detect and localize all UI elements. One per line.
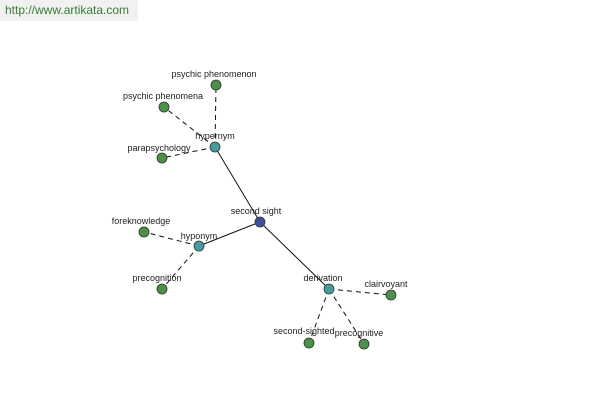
term-label-psychic-phenomenon[interactable]: psychic phenomenon <box>171 69 256 79</box>
edges-layer <box>143 84 392 345</box>
relation-node-hyponym[interactable] <box>193 240 205 252</box>
term-node-clairvoyant[interactable] <box>385 289 397 301</box>
term-label-parapsychology[interactable]: parapsychology <box>127 143 191 153</box>
center-label-second-sight[interactable]: second sight <box>231 206 282 216</box>
relation-label-hyponym[interactable]: hyponym <box>181 231 218 241</box>
relation-label-hypernym[interactable]: hypernym <box>195 131 235 141</box>
term-label-precognitive[interactable]: precognitive <box>335 328 384 338</box>
term-node-parapsychology[interactable] <box>156 152 168 164</box>
center-node-second-sight[interactable] <box>254 216 266 228</box>
term-node-precognitive[interactable] <box>358 338 370 350</box>
term-label-clairvoyant[interactable]: clairvoyant <box>364 279 408 289</box>
relation-label-derivation[interactable]: derivation <box>303 273 342 283</box>
edge-hyponym-foreknowledge <box>143 231 200 247</box>
edge-hypernym-psychic-phenomenon <box>214 84 217 148</box>
nodes-layer <box>138 79 397 350</box>
edge-second-sight-hyponym <box>198 221 261 247</box>
relation-node-hypernym[interactable] <box>209 141 221 153</box>
edge-derivation-clairvoyant <box>328 288 392 296</box>
edge-hyponym-precognition <box>161 245 200 290</box>
edge-second-sight-hypernym <box>214 146 261 223</box>
term-node-second-sighted[interactable] <box>303 337 315 349</box>
term-label-foreknowledge[interactable]: foreknowledge <box>112 216 171 226</box>
term-label-psychic-phenomena[interactable]: psychic phenomena <box>123 91 203 101</box>
edge-second-sight-derivation <box>259 221 330 290</box>
edge-hypernym-psychic-phenomena <box>163 106 216 148</box>
edge-derivation-second-sighted <box>308 288 330 344</box>
term-node-foreknowledge[interactable] <box>138 226 150 238</box>
term-label-precognition[interactable]: precognition <box>132 273 181 283</box>
watermark-link[interactable]: http://www.artikata.com <box>0 0 138 21</box>
edge-hypernym-parapsychology <box>161 146 216 159</box>
labels-layer: psychic phenomenon psychic phenomena parap… <box>112 69 408 338</box>
edge-derivation-precognitive <box>328 288 365 345</box>
term-node-precognition[interactable] <box>156 283 168 295</box>
relation-node-derivation[interactable] <box>323 283 335 295</box>
term-node-psychic-phenomenon[interactable] <box>210 79 222 91</box>
term-label-second-sighted[interactable]: second-sighted <box>273 326 334 336</box>
term-node-psychic-phenomena[interactable] <box>158 101 170 113</box>
